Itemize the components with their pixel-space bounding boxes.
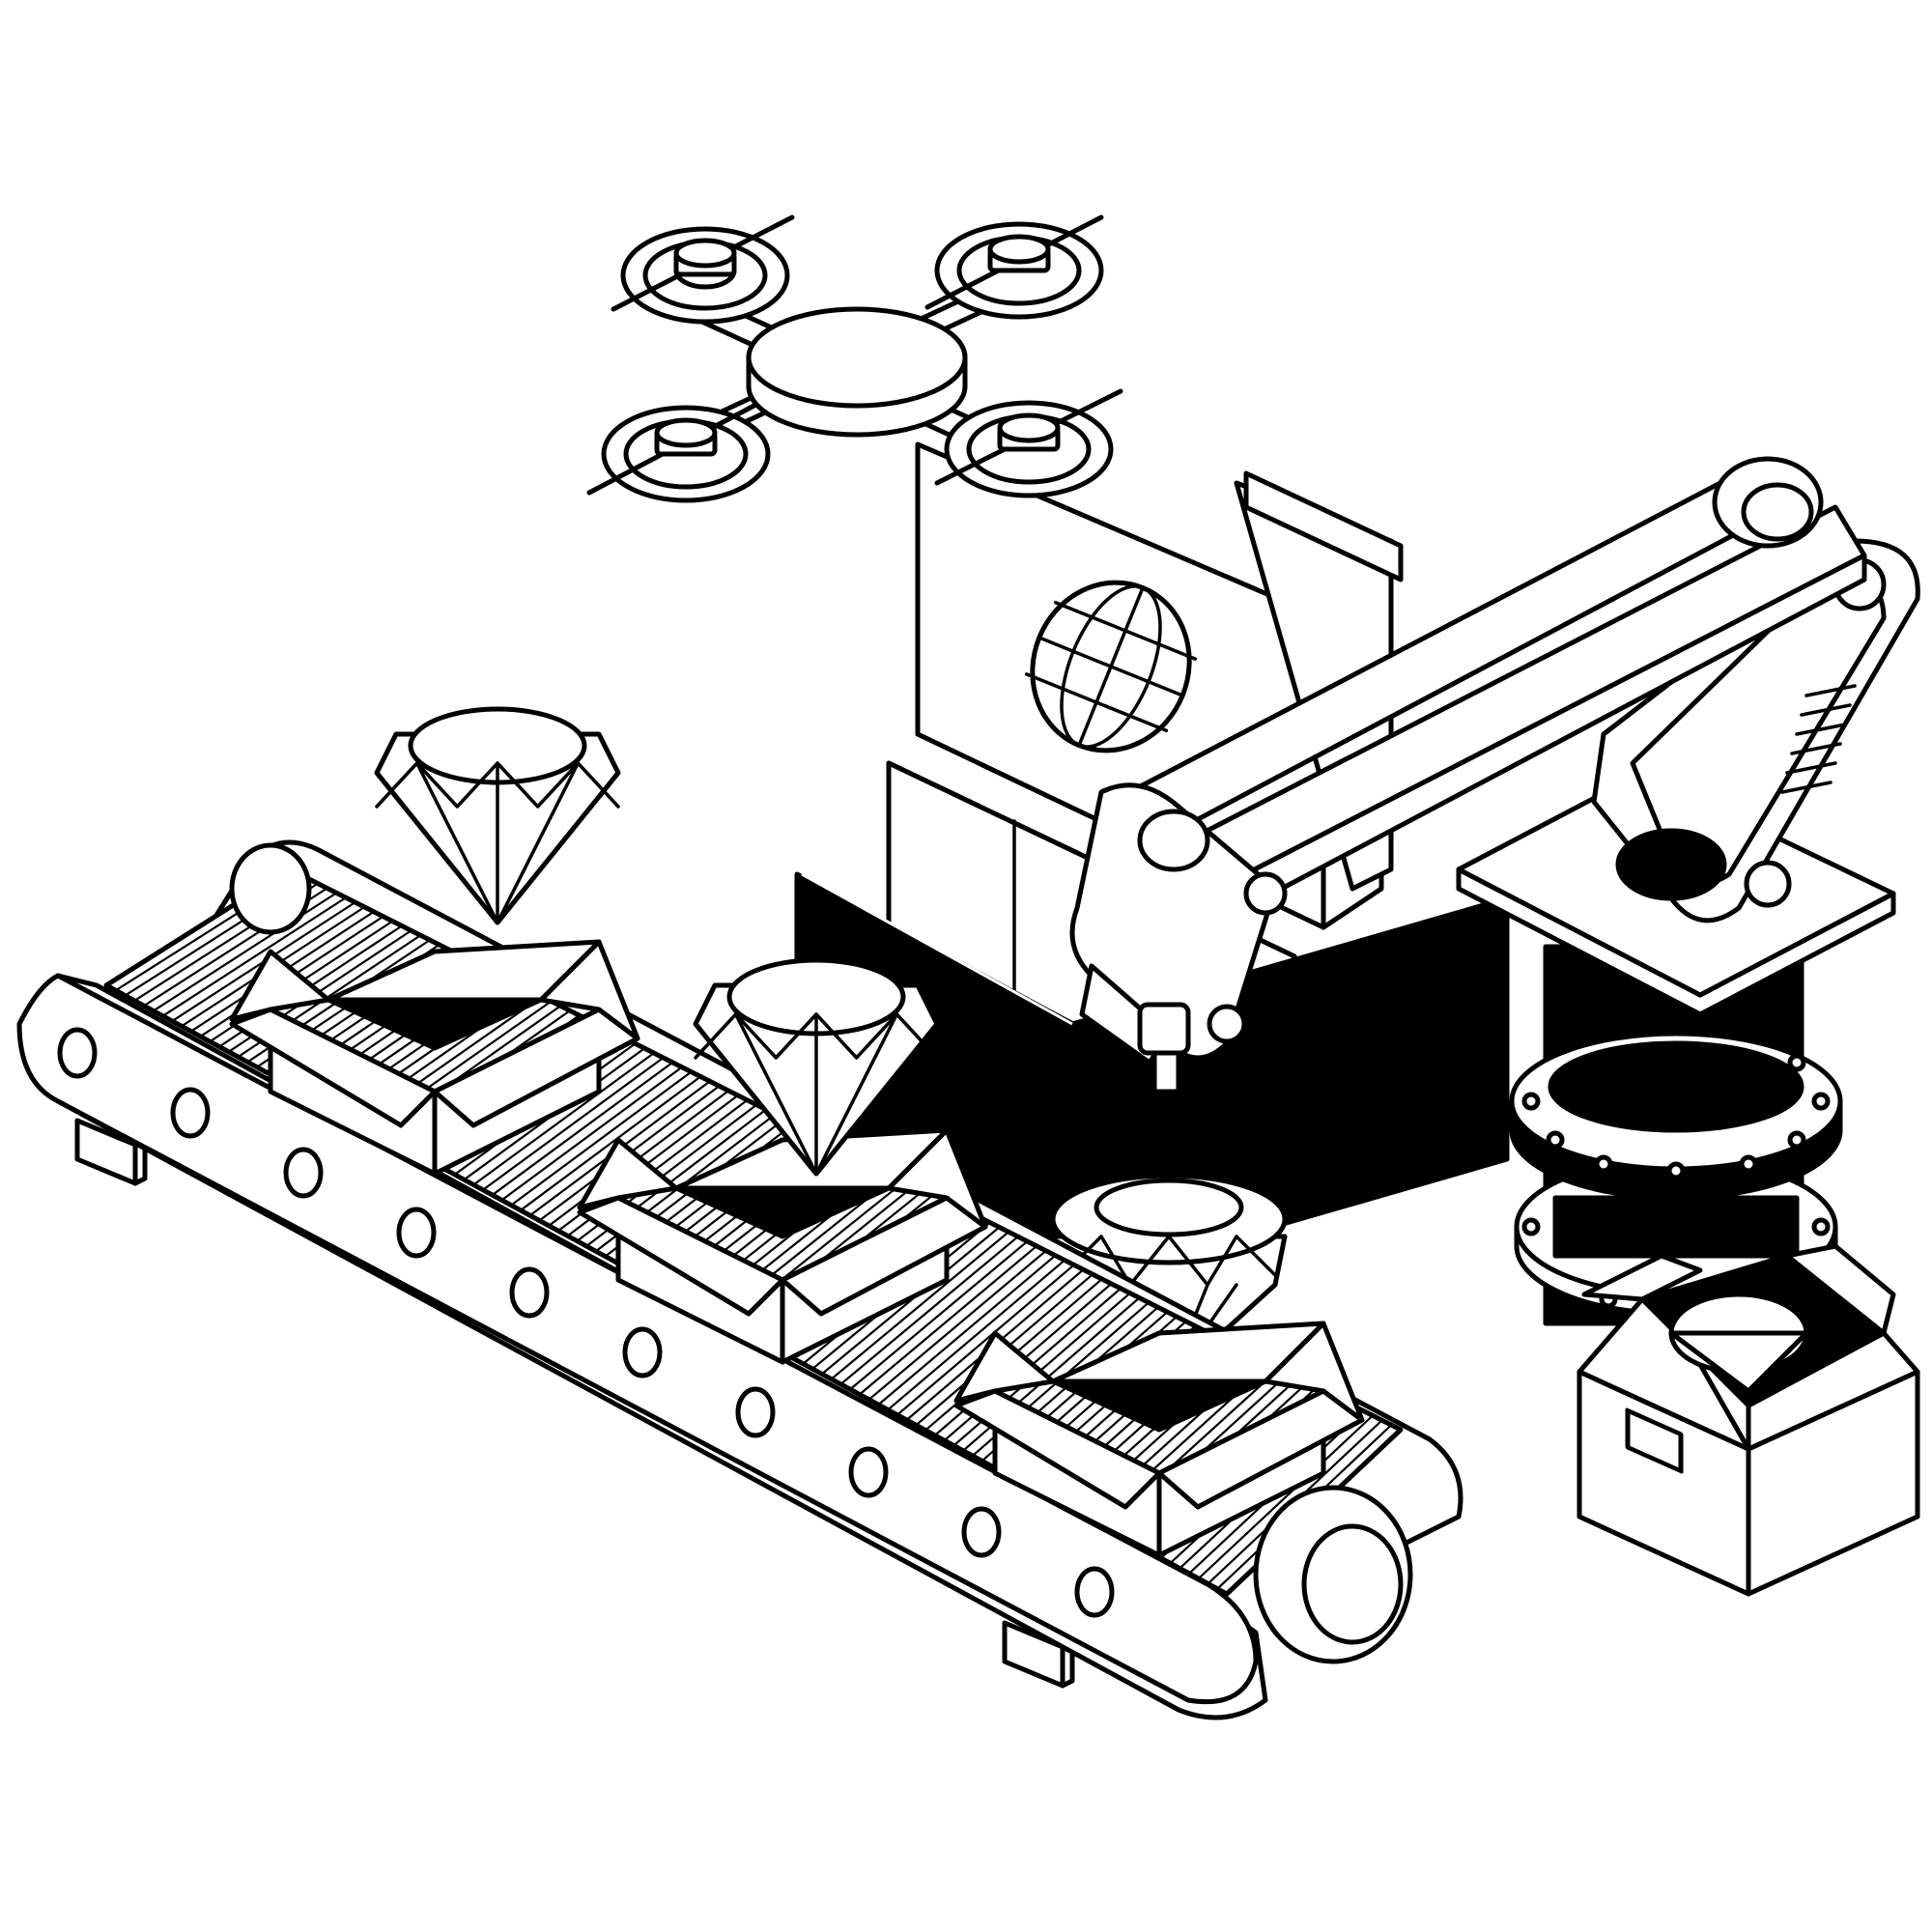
belt-hole (622, 1326, 663, 1378)
diamond-pavilion-edge (375, 771, 499, 924)
belt-slat (472, 1052, 655, 1186)
belt-slat (839, 1236, 1019, 1385)
belt-hole (396, 1207, 437, 1259)
gift-box (577, 1127, 988, 1365)
belt-slat (877, 1254, 1057, 1406)
belt-side-holes (57, 1027, 1115, 1618)
rotor-top-left (611, 214, 795, 325)
drone-body (746, 306, 968, 438)
belt-slat (492, 1061, 673, 1196)
box-flap-front-left (953, 1388, 1162, 1510)
belt-slat (153, 892, 337, 1012)
box-flap-back (1050, 1321, 1326, 1384)
belt-slat (500, 1065, 683, 1202)
belt-hole (735, 1386, 776, 1438)
diamond-pavilion-edge (694, 1022, 818, 1176)
belt-slat (1198, 1414, 1374, 1579)
gift-box (953, 1321, 1365, 1558)
diamond-pavilion-edge (496, 771, 620, 924)
belt-slat (510, 1070, 693, 1207)
diamond (693, 957, 940, 1177)
rotor-bottom-right (934, 388, 1123, 498)
belt-hole (1074, 1566, 1115, 1618)
box-flap-back (326, 939, 602, 1003)
belt-hole (57, 1027, 98, 1079)
vent-lines (1780, 684, 1857, 794)
shipping-box (1577, 1243, 1920, 1597)
belt-slat (161, 896, 347, 1017)
box-flap-left (577, 1137, 679, 1210)
rotor-top-right (924, 214, 1104, 320)
box-flap-left (953, 1330, 1056, 1404)
belt-hole (848, 1446, 889, 1498)
belt-slat (896, 1264, 1075, 1416)
belt-hole (961, 1506, 1002, 1558)
belt-slat (830, 1231, 1009, 1380)
belt-slat (859, 1245, 1037, 1396)
quadcopter-drone (586, 214, 1123, 503)
diamond-pavilion-facet (414, 761, 499, 924)
belt-slat (849, 1240, 1029, 1391)
gift-box (229, 939, 640, 1177)
robotic-arm (1069, 456, 1920, 1094)
belt-hole (170, 1087, 211, 1139)
diamond-pavilion-facet (496, 761, 581, 924)
diamond (374, 706, 621, 925)
box-flap-front-left (577, 1195, 785, 1317)
belt-slat (482, 1057, 665, 1191)
box-flap-front-left (229, 1007, 438, 1128)
globe-emblem (1024, 580, 1198, 753)
diamond-pavilion-facet (814, 1012, 899, 1176)
diamond-pavilion-edge (814, 1022, 939, 1176)
belt-hole (509, 1266, 550, 1319)
belt-slat (520, 1075, 701, 1211)
belt-slat (887, 1259, 1065, 1411)
diamond-pavilion-facet (733, 1012, 818, 1176)
belt-slat (867, 1249, 1047, 1401)
belt-hole (283, 1147, 324, 1199)
box-flap-left (229, 949, 331, 1022)
rotor-bottom-left (586, 398, 771, 503)
